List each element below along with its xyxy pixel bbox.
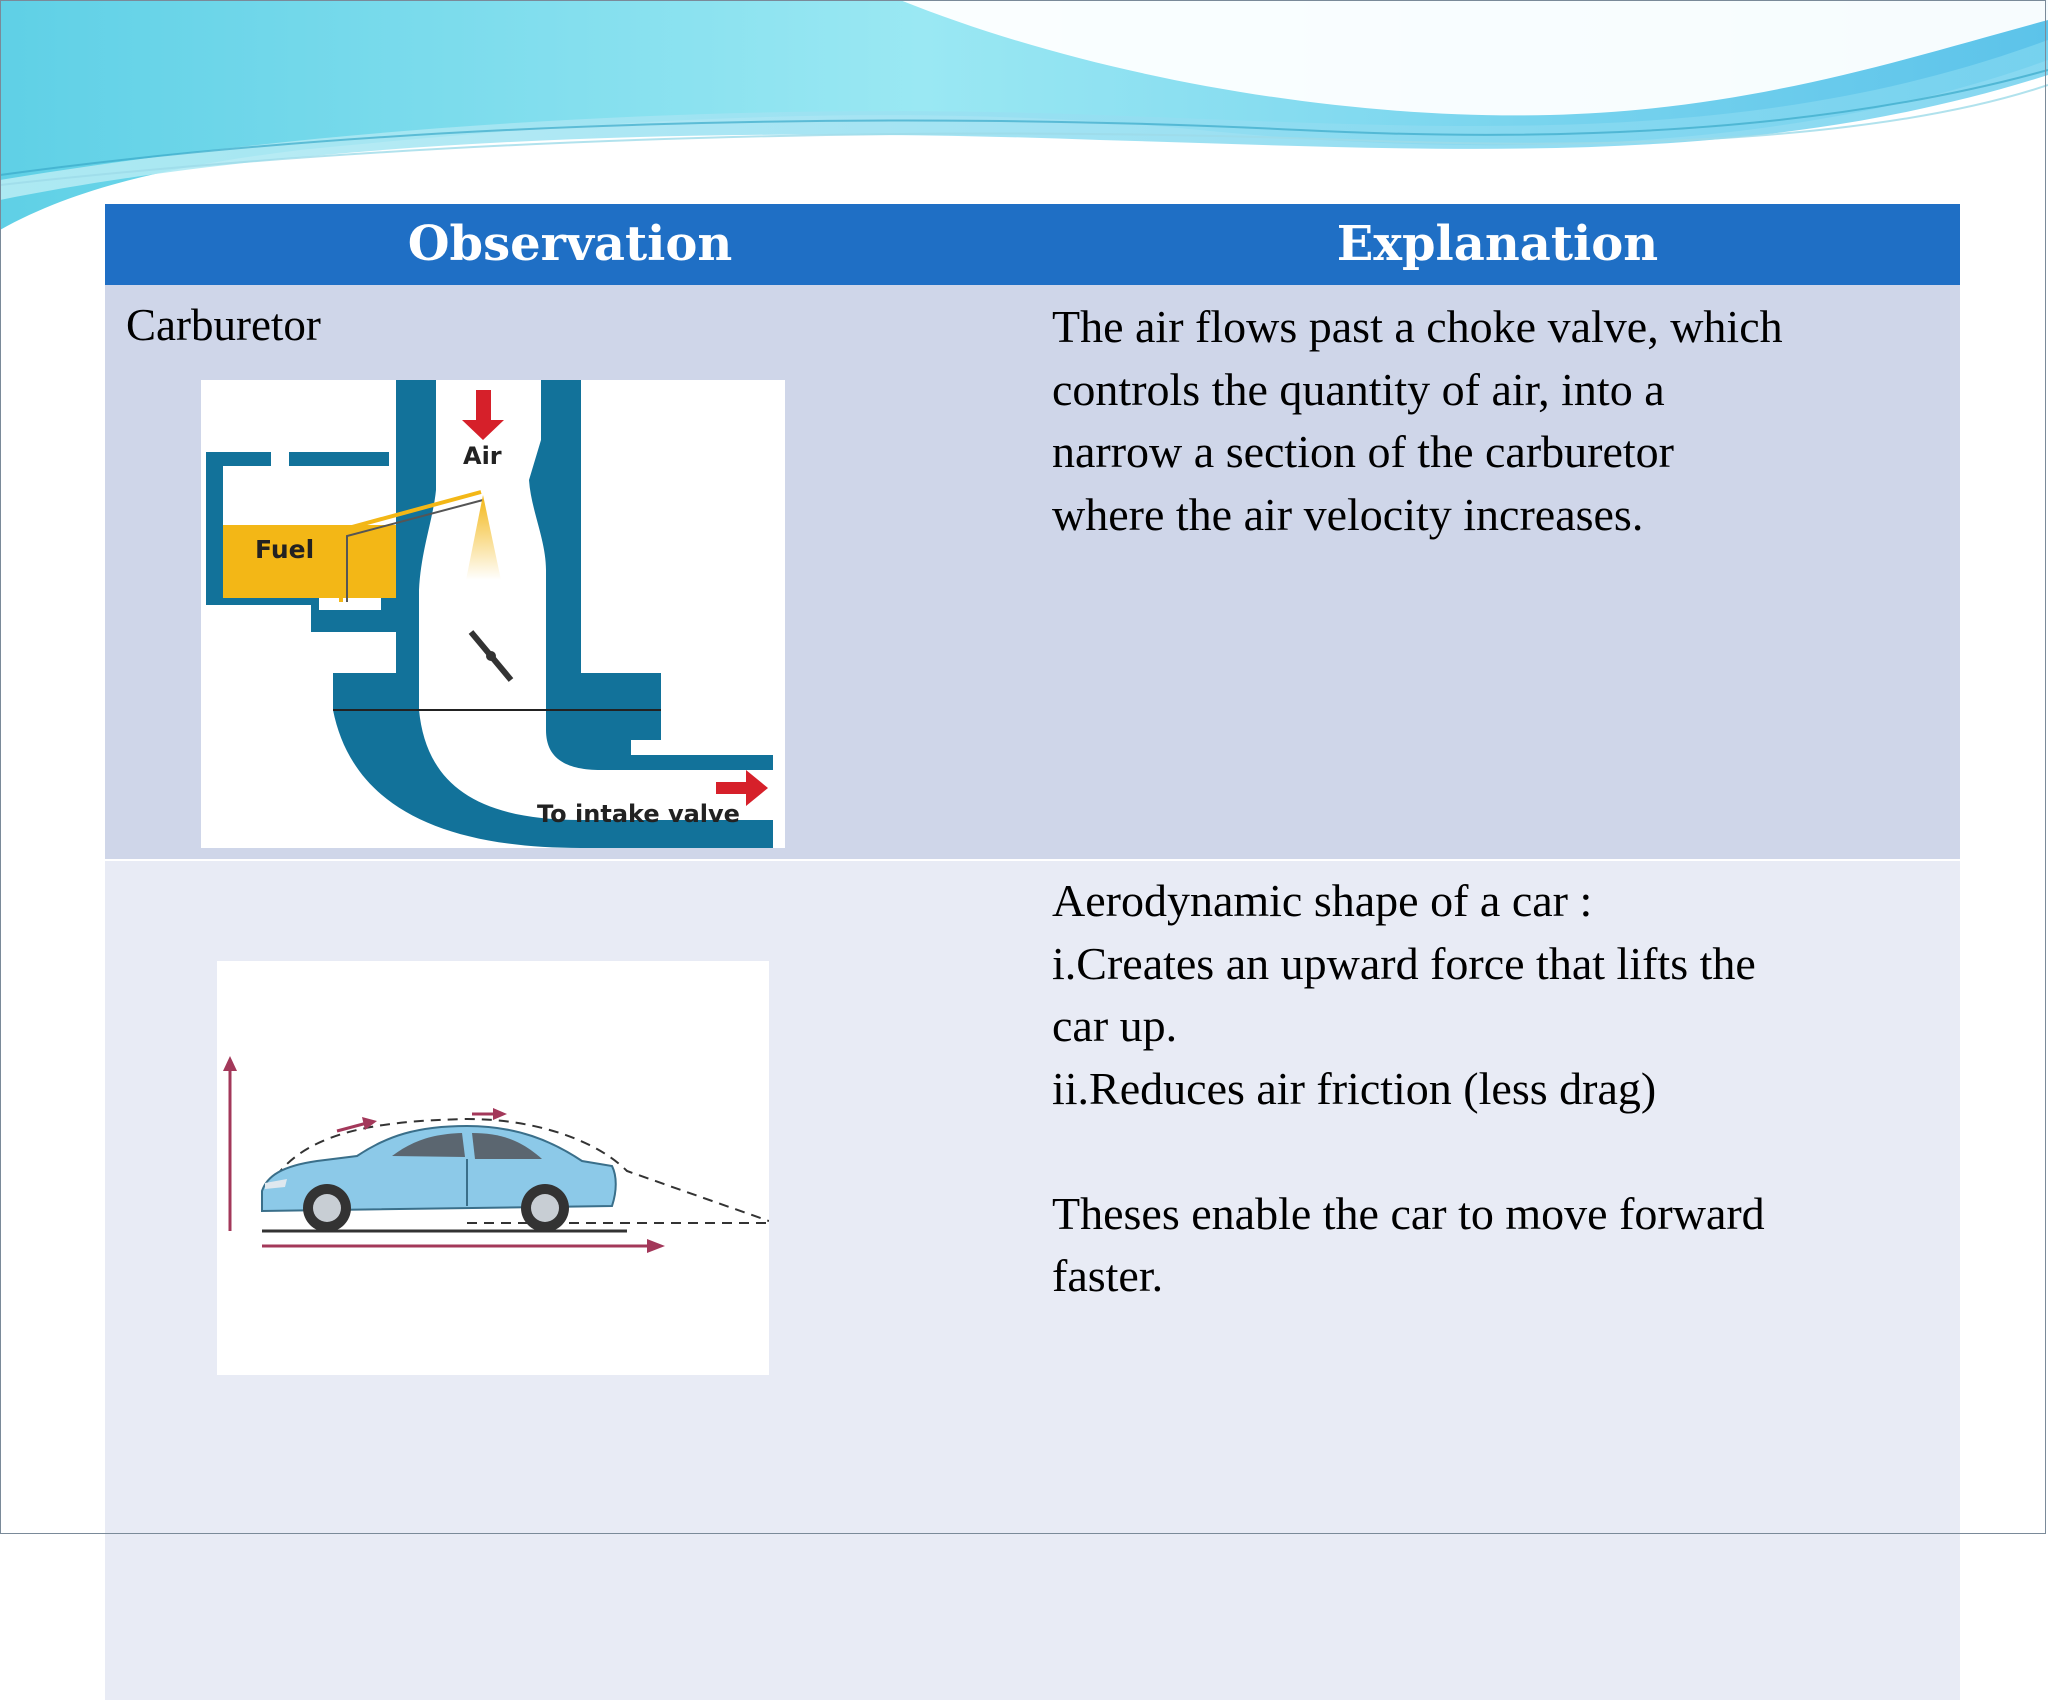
explanation-carburetor: The air flows past a choke valve, which … [1052, 296, 1952, 546]
intake-valve-label: To intake valve [537, 800, 740, 828]
explanation-line: controls the quantity of air, into a [1052, 363, 1665, 415]
explanation-line: car up. [1052, 1000, 1178, 1051]
header-observation: Observation [407, 216, 733, 272]
car-aerodynamics-diagram [217, 961, 769, 1375]
row-divider [105, 859, 1960, 861]
carburetor-diagram: Air Fuel To intake valve [201, 380, 785, 848]
explanation-car: Aerodynamic shape of a car : i.Creates a… [1052, 870, 1952, 1308]
explanation-line: faster. [1052, 1250, 1164, 1301]
explanation-blank-line [1052, 1120, 1952, 1183]
explanation-line: Aerodynamic shape of a car : [1052, 875, 1593, 926]
air-label: Air [463, 442, 502, 470]
decorative-wave-banner [0, 0, 2048, 230]
explanation-line: The air flows past a choke valve, which [1052, 301, 1783, 352]
header-explanation: Explanation [1336, 216, 1659, 272]
explanation-line: where the air velocity increases. [1052, 488, 1644, 540]
explanation-line: narrow a section of the carburetor [1052, 426, 1674, 477]
explanation-line: Theses enable the car to move forward [1052, 1187, 1765, 1239]
explanation-line: i.Creates an upward force that lifts the [1052, 937, 1756, 989]
table-header-row: Observation Explanation [105, 204, 1960, 285]
fuel-label: Fuel [255, 535, 314, 564]
observation-label-carburetor: Carburetor [126, 300, 321, 350]
explanation-line: ii.Reduces air friction (less drag) [1052, 1062, 1657, 1114]
